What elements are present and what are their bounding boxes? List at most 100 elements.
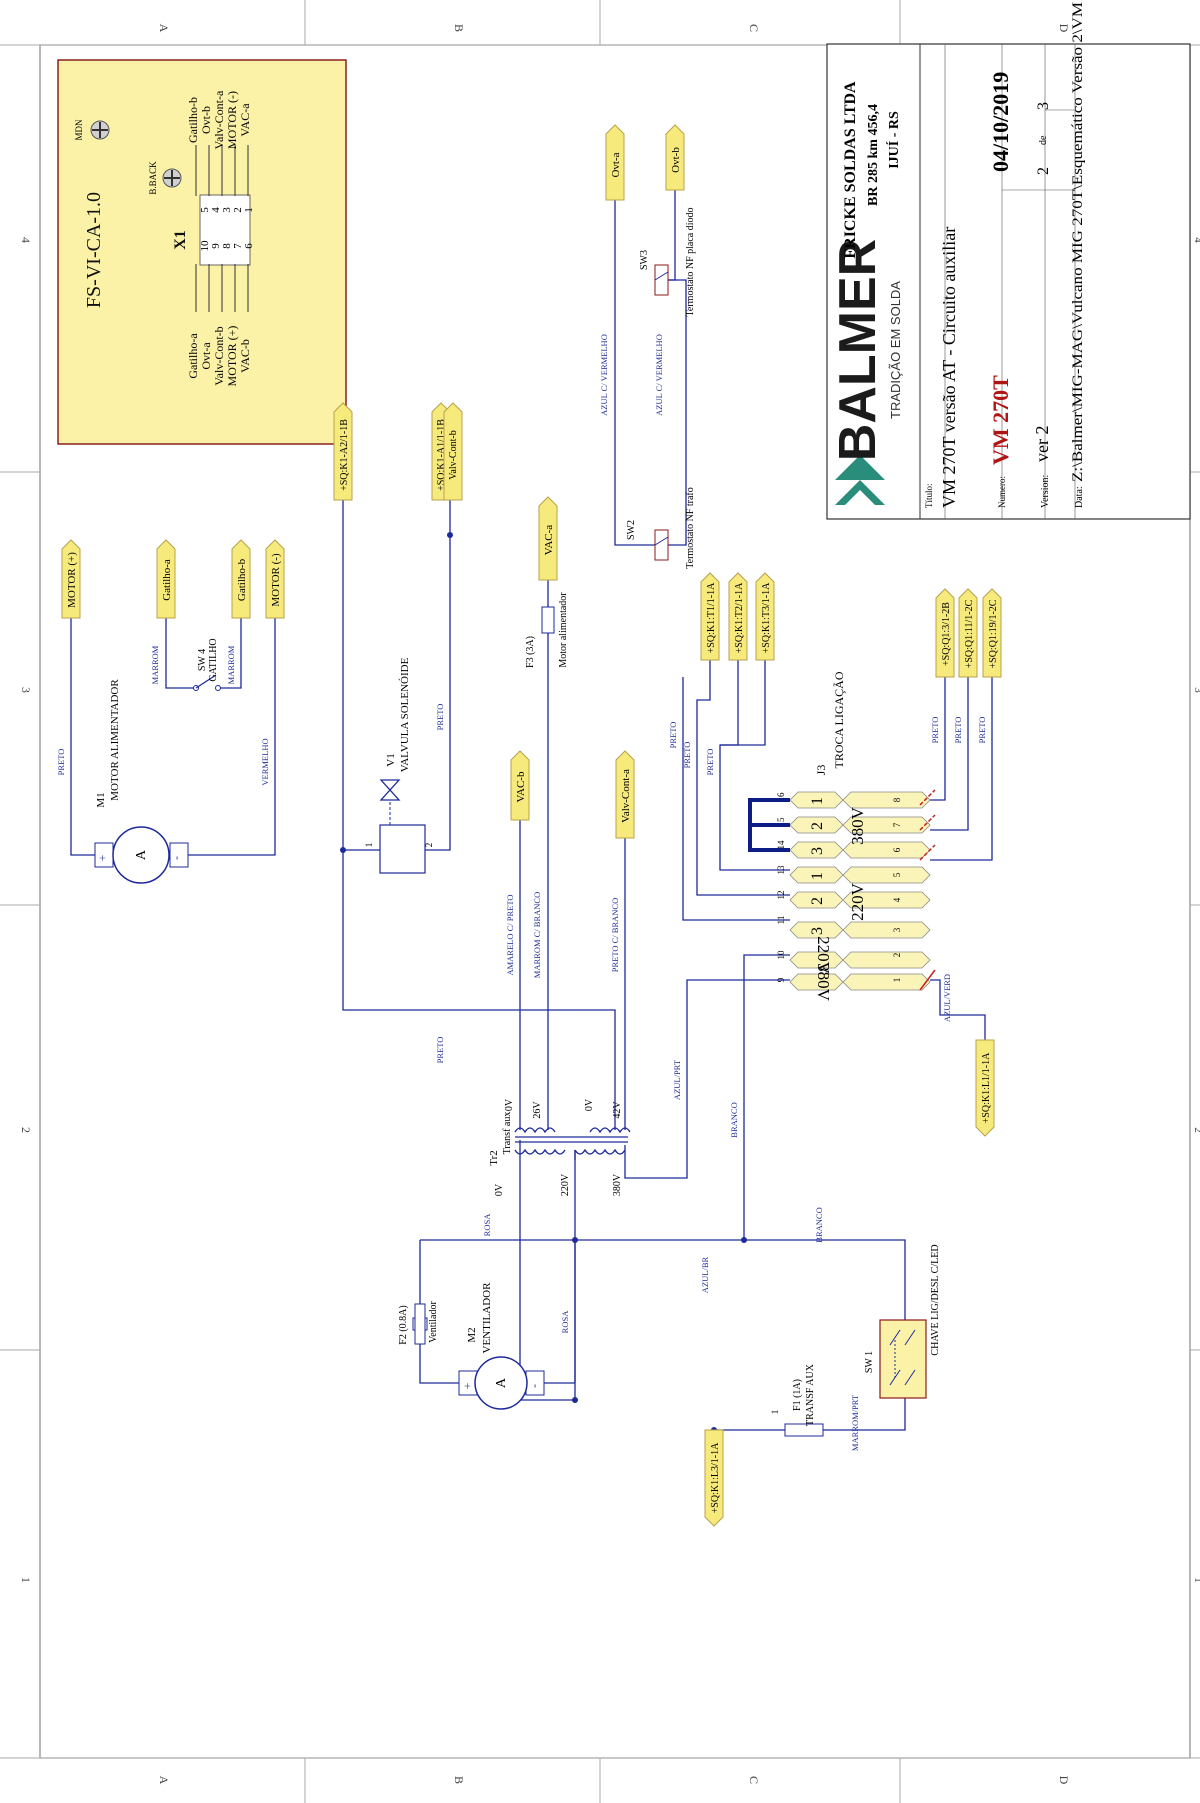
j3-pin: 16: [776, 792, 786, 802]
svg-text:-: -: [527, 1384, 541, 1388]
board-right-labels: Gatilho-b Ovt-b Valv-Cont-a MOTOR (-) VA…: [186, 90, 252, 149]
j3-pin: 6: [892, 847, 902, 852]
tag-vac-a: VAC-a: [538, 496, 558, 581]
version: ver 2: [1032, 426, 1052, 462]
tap-26v: 26V: [532, 1101, 543, 1119]
row-mark-1-right: 1: [1192, 1577, 1200, 1583]
j3-pin: 8: [892, 797, 902, 802]
j3-pin: 12: [776, 891, 786, 900]
tag-text: +SQ:Q1:19/1-2C: [988, 599, 999, 668]
wire-label: MARROM/PRT: [850, 1394, 860, 1451]
tag-text: VAC-a: [543, 525, 555, 555]
m2-name: VENTILADOR: [481, 1282, 493, 1354]
control-board: FS-VI-CA-1.0 X1 Gatilho-a Ovt-a Valv-Con…: [57, 59, 347, 445]
tag-motor-plus: MOTOR (+): [61, 539, 81, 619]
row-mark-3-right: 3: [1192, 687, 1200, 693]
switch-sw1: SW 1 CHAVE LIG/DESL C/LED: [864, 1244, 941, 1399]
board-right-label: Gatilho-b: [186, 97, 200, 143]
transformer-tr2: Tr2 Transf aux 0V 220V 380V 0V 26V 0V 42…: [488, 1098, 631, 1196]
col-mark-d-bottom: D: [1057, 1776, 1071, 1785]
j3-pin: 7: [892, 822, 902, 827]
board-pin: 1: [243, 207, 255, 213]
wire-label: AZUL C/ VERMELHO: [599, 334, 609, 416]
tag-sq-k1-l1: +SQ:K1:L1/1-1A: [975, 1039, 995, 1137]
board-left-label: Ovt-a: [199, 342, 213, 370]
board-pin: 2: [232, 207, 244, 213]
row-mark-2-right: 2: [1192, 1127, 1200, 1133]
board-left-labels: Gatilho-a Ovt-a Valv-Cont-b MOTOR (+) VA…: [186, 326, 252, 387]
f3-name: Motor alimentador: [558, 592, 569, 668]
wire-label: ROSA: [560, 1310, 570, 1334]
svg-text:+: +: [95, 854, 109, 861]
numero: VM 270T: [988, 375, 1013, 465]
board-pin: 7: [232, 243, 244, 249]
wire-label: PRETO: [930, 717, 940, 744]
board-right-label: Valv-Cont-a: [212, 90, 226, 149]
wire-label: PRETO: [56, 749, 66, 776]
tag-ovt-b: Ovt-b: [665, 124, 685, 191]
wire-label: AZUL/BR: [700, 1256, 710, 1293]
wire-label: PRETO: [705, 749, 715, 776]
tag-text: Valv-Cont-a: [620, 769, 632, 823]
j3-v380: 380V: [848, 806, 867, 845]
company-address: BR 285 km 456,4: [866, 104, 881, 206]
row-mark-4-right: 4: [1192, 237, 1200, 243]
svg-text:1: 1: [364, 843, 374, 848]
board-left-label: Gatilho-a: [186, 333, 200, 379]
j3-cell: 1: [809, 872, 826, 880]
j3-pin: 13: [776, 865, 786, 875]
j3-cell: 2: [809, 897, 826, 905]
tap-0v-a: 0V: [494, 1183, 505, 1196]
tap-0v-b: 0V: [504, 1098, 515, 1111]
col-mark-a-bottom: A: [157, 1776, 171, 1785]
title-block: BALMER TRADIÇÃO EM SOLDA FRICKE SOLDAS L…: [826, 2, 1191, 520]
board-pins: 10 9 8 7 6 5 4 3 2 1: [199, 207, 255, 252]
col-mark-c: C: [747, 24, 761, 32]
sw1-name: CHAVE LIG/DESL C/LED: [930, 1244, 941, 1355]
wire-labels: PRETO MARROM MARROM VERMELHO PRETO PRETO…: [56, 334, 987, 1451]
tag-valv-cont-a: Valv-Cont-a: [615, 750, 635, 839]
sheet-number: 2: [1035, 167, 1052, 175]
sw3-ref: SW3: [639, 250, 650, 270]
tap-380v: 380V: [612, 1173, 623, 1196]
tag-sq-k1-t1: +SQ:K1:T1/1-1A: [700, 572, 720, 661]
j3-name: TROCA LIGAÇÃO: [832, 671, 846, 768]
wire-label: MARROM: [226, 645, 236, 684]
wire-label: MARROM C/ BRANCO: [532, 892, 542, 978]
tap-42v: 42V: [612, 1101, 623, 1119]
wire-label: PRETO: [668, 722, 678, 749]
j3-pin: 10: [776, 950, 786, 960]
board-right-label: VAC-a: [238, 103, 252, 137]
tap-220v: 220V: [560, 1173, 571, 1196]
board-pin: 3: [221, 207, 233, 213]
tag-text: VAC-b: [515, 771, 527, 802]
file-path: Z:\Balmer\MIG-MAG\Vulcano MIG 270T\Esque…: [1070, 2, 1086, 482]
tag-text: Ovt-a: [610, 152, 622, 177]
motor-m1: A + - M1 MOTOR ALIMENTADOR: [94, 679, 189, 884]
tag-ovt-a: Ovt-a: [605, 124, 625, 201]
motor-m2: A + - M2 VENTILADOR: [458, 1282, 545, 1410]
j3-pin: 9: [776, 977, 786, 982]
tag-motor-minus: MOTOR (-): [265, 539, 285, 619]
col-mark-d: D: [1057, 24, 1071, 33]
button-mdn-label: MDN: [74, 119, 84, 141]
titulo: VM 270T versão AT - Circuito auxiliar: [939, 227, 959, 508]
j3-pin: 3: [892, 927, 902, 932]
col-mark-c-bottom: C: [747, 1776, 761, 1784]
wire-label: BRANCO: [729, 1102, 739, 1137]
company-name: FRICKE SOLDAS LTDA: [842, 81, 859, 259]
wire-label: PRETO: [435, 704, 445, 731]
j3-jumper: [748, 798, 790, 852]
thermostat-sw2: SW2 Termostato NF trafo: [626, 487, 696, 569]
m1-name: MOTOR ALIMENTADOR: [109, 679, 121, 801]
tag-text: +SQ:K1-A1/1-1B: [436, 419, 447, 491]
svg-text:-: -: [169, 856, 183, 860]
fuse-f1: 1 F1 (1A) TRANSF AUX: [770, 1363, 824, 1437]
board-right-label: Ovt-b: [199, 106, 213, 134]
tag-sq-q1-3: +SQ:Q1:3/1-2B: [935, 588, 955, 678]
j3-pin: 2: [892, 953, 902, 958]
m1-letter: A: [134, 849, 149, 860]
version-label: Version:: [1040, 475, 1051, 508]
tag-text: +SQ:K1:T2/1-1A: [734, 582, 745, 653]
j3-cell: 2: [809, 822, 826, 830]
